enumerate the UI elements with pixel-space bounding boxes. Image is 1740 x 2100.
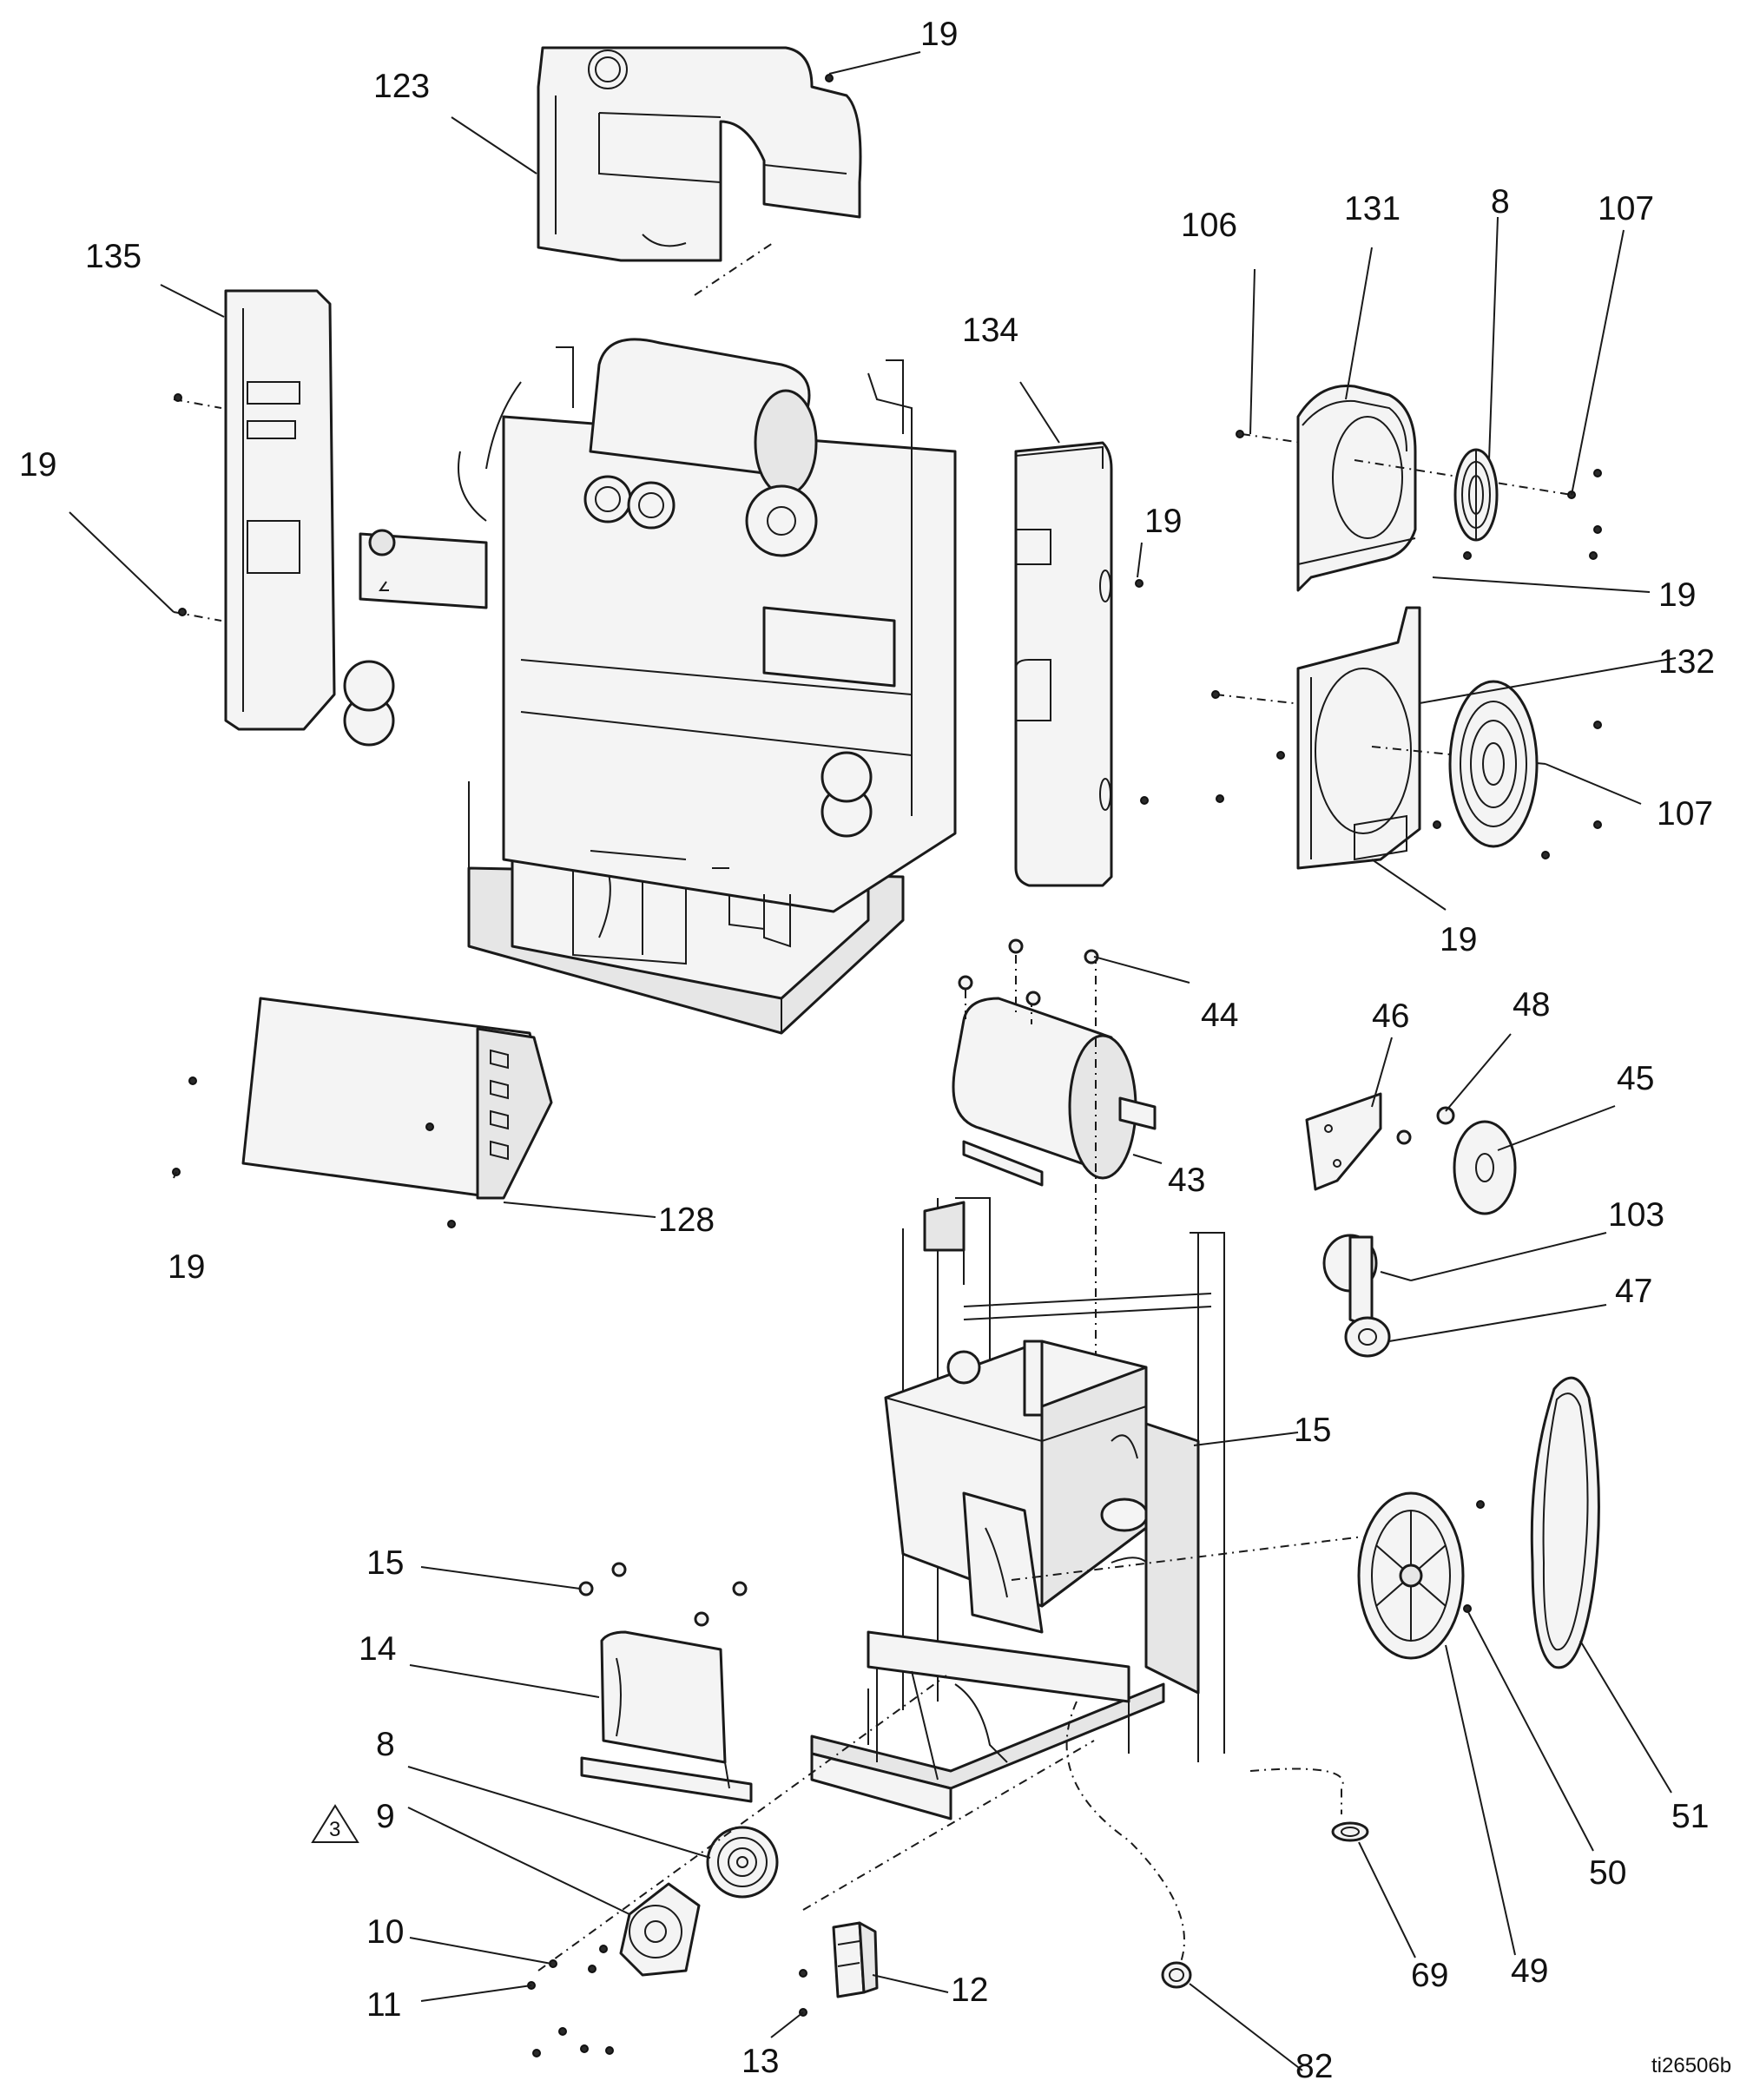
part-8-fan-guard-lower: [706, 1826, 779, 1899]
figure-id: ti26506b: [1651, 2054, 1731, 2077]
lower-frame-assembly: [810, 1197, 1364, 1963]
callout-44: 44: [1201, 997, 1238, 1034]
part-131-fan-shroud: [1236, 384, 1572, 592]
callout-107-mid: 107: [1657, 795, 1713, 833]
part-123-top-cover: [537, 46, 862, 296]
callout-43: 43: [1168, 1162, 1205, 1199]
part-134-right-side-panel: [1014, 441, 1149, 887]
callout-106: 106: [1181, 207, 1237, 244]
part-15-screws: [578, 1562, 748, 1627]
callout-19-top: 19: [920, 16, 958, 53]
part-45-pulley: [1453, 1120, 1517, 1215]
callout-8-bottom: 8: [376, 1726, 395, 1763]
callout-131: 131: [1344, 190, 1401, 227]
main-pump-assembly: [343, 338, 957, 1035]
callout-82: 82: [1295, 2048, 1333, 2085]
part-103-47-idler-assembly: [1322, 1234, 1412, 1358]
part-49-drive-pulley: [1357, 1491, 1485, 1660]
part-3-note-triangle: [311, 1804, 359, 1843]
leader-lines: [69, 51, 1677, 2071]
callout-15-transformer: 15: [366, 1544, 404, 1582]
callout-13: 13: [741, 2043, 779, 2080]
part-107-fan-guard-lower: [1433, 680, 1602, 859]
part-9-fan: [527, 1675, 1095, 2057]
part-12-terminal-block: [799, 1921, 879, 2017]
callout-132: 132: [1658, 643, 1715, 681]
part-51-belt: [1530, 1376, 1600, 1669]
part-46-bracket: [1305, 1092, 1455, 1191]
part-135-left-side-panel: [173, 289, 336, 731]
callout-19-left: 19: [19, 446, 56, 484]
part-8-fan-guard-upper: [1453, 448, 1602, 560]
callout-134: 134: [962, 312, 1018, 349]
callout-11: 11: [366, 1986, 402, 2024]
callout-48: 48: [1513, 986, 1550, 1024]
callout-69: 69: [1411, 1957, 1448, 1994]
part-82-grommet: [1161, 1961, 1192, 1989]
callout-51: 51: [1671, 1798, 1709, 1835]
part-69-grommet: [1331, 1821, 1369, 1842]
callout-19-cover: 19: [168, 1248, 205, 1286]
callout-50: 50: [1589, 1854, 1626, 1892]
callout-10: 10: [366, 1913, 404, 1951]
callout-47: 47: [1615, 1273, 1652, 1310]
part-128-front-cover: [172, 997, 553, 1228]
callout-107-top: 107: [1598, 190, 1654, 227]
part-14-transformer: [580, 1630, 753, 1803]
callout-3-note: 3: [329, 1818, 340, 1841]
callout-19-mid: 19: [1144, 503, 1182, 540]
callout-19-right: 19: [1658, 576, 1696, 614]
callout-12: 12: [951, 1972, 988, 2009]
callout-labels: 123 19 135 19 134 19 106 131 8 107 19 13…: [19, 16, 1731, 2085]
callout-14: 14: [359, 1630, 396, 1668]
callout-15-frame: 15: [1294, 1412, 1331, 1449]
callout-19-frame: 19: [1440, 921, 1477, 958]
callout-46: 46: [1372, 997, 1409, 1035]
callout-8-top: 8: [1491, 183, 1510, 221]
part-43-motor: [952, 938, 1157, 1389]
callout-123: 123: [373, 68, 430, 105]
callout-128: 128: [658, 1201, 715, 1239]
callout-9: 9: [376, 1798, 395, 1835]
part-132-fan-shroud: [1211, 606, 1546, 870]
callout-49: 49: [1511, 1952, 1548, 1990]
callout-103: 103: [1608, 1196, 1664, 1234]
callout-135: 135: [85, 238, 142, 275]
callout-45: 45: [1617, 1060, 1654, 1097]
